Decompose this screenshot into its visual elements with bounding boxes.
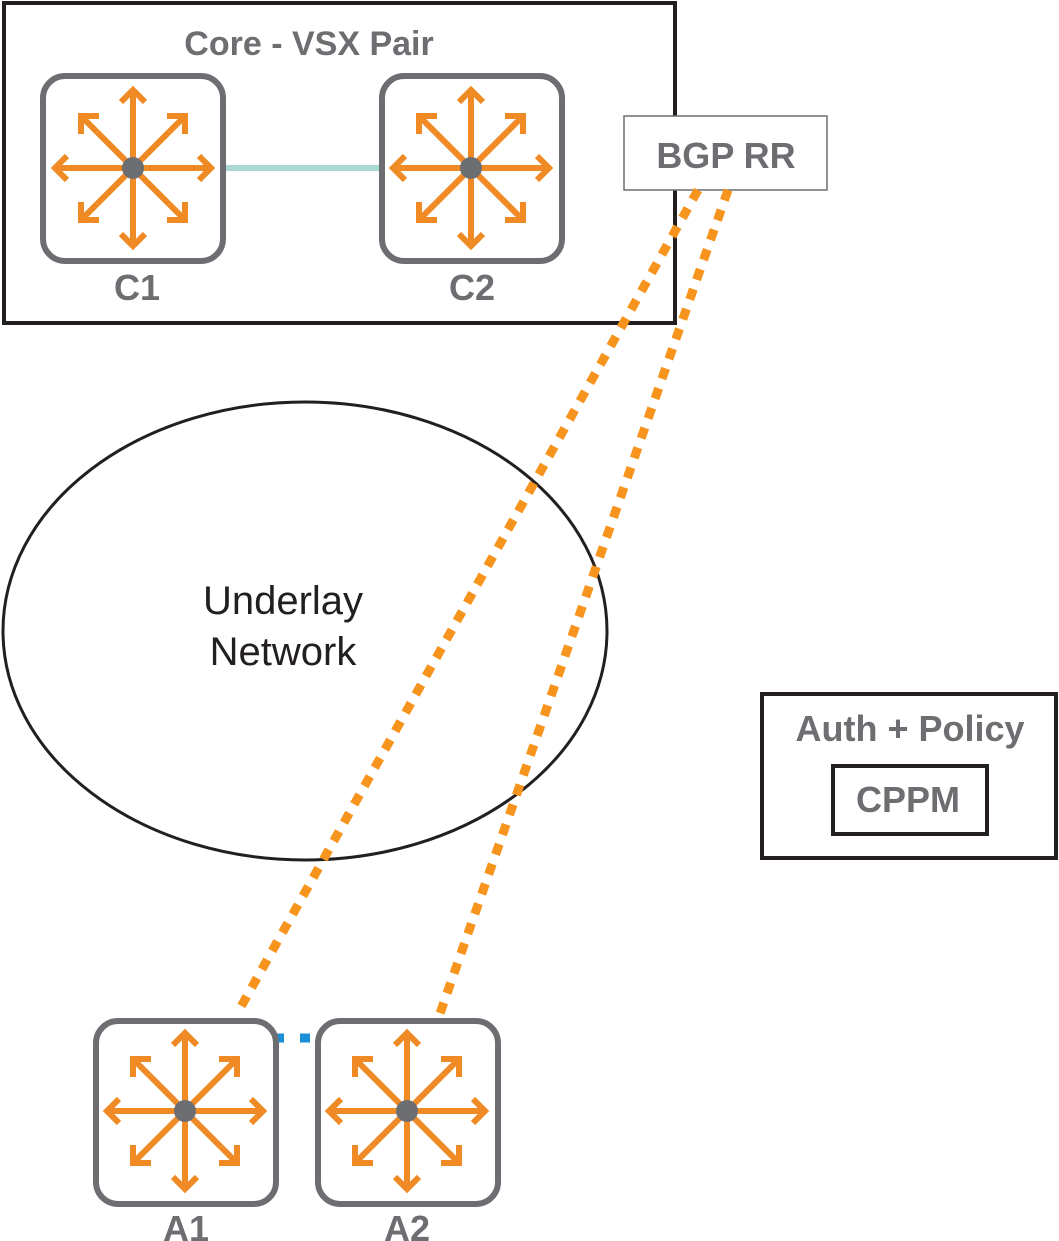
bgp-session-a1: [234, 187, 702, 1015]
cppm-box[interactable]: [831, 764, 989, 836]
bgp-session-a2: [432, 188, 733, 1024]
switch-a1-label: A1: [163, 1208, 209, 1241]
switch-c1-hub: [122, 157, 144, 179]
underlay-label-line2: Network: [210, 630, 358, 674]
core-group-title: Core - VSX Pair: [184, 25, 433, 63]
switch-c2-label: C2: [449, 267, 495, 308]
cppm-label: CPPM: [856, 779, 960, 820]
bgp-rr-label: BGP RR: [656, 135, 795, 176]
underlay-network-cloud: [1, 400, 609, 862]
switch-a1-hub: [174, 1100, 196, 1122]
switch-c1-label: C1: [114, 267, 160, 308]
auth-policy-box: [760, 692, 1058, 860]
switch-c2[interactable]: [379, 73, 565, 264]
switch-c2-hub: [460, 157, 482, 179]
switch-a2-hub: [396, 1100, 418, 1122]
switch-a2-label: A2: [384, 1208, 430, 1241]
underlay-label-line1: Underlay: [203, 579, 363, 623]
switch-a1[interactable]: [93, 1018, 279, 1207]
auth-policy-title: Auth + Policy: [795, 708, 1024, 749]
switch-a2[interactable]: [315, 1018, 501, 1207]
switch-c1[interactable]: [40, 73, 226, 264]
